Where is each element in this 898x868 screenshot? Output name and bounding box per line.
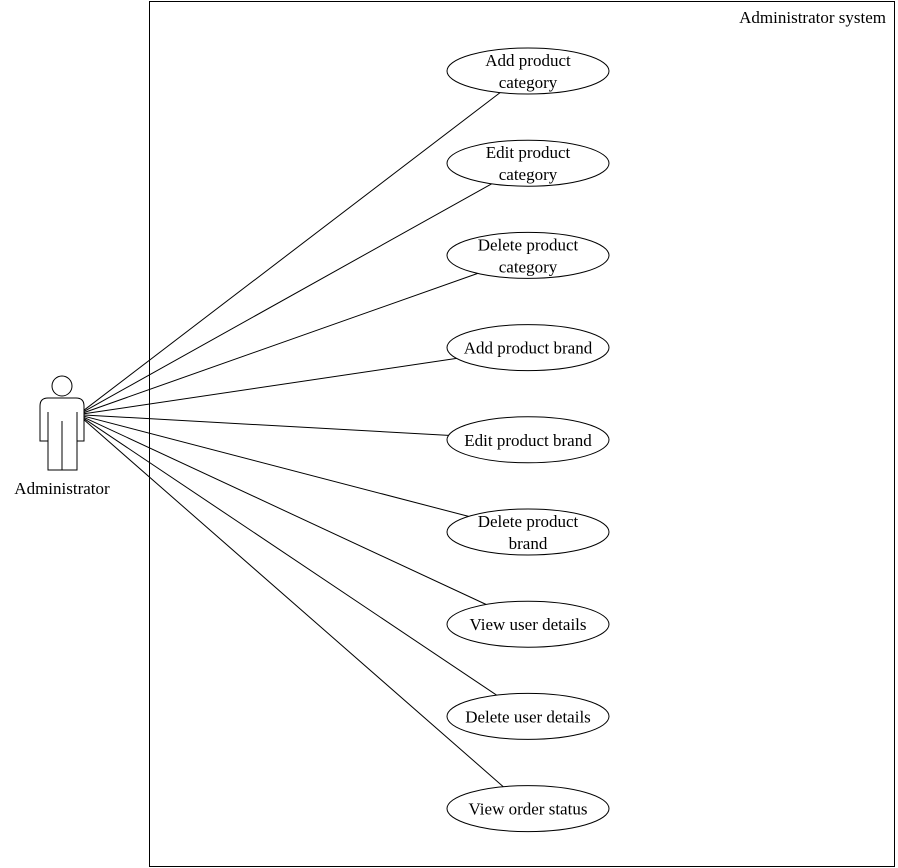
use-case-ellipse[interactable] [446, 139, 610, 187]
use-case-label-line: Add product brand [464, 339, 593, 358]
use-case-ellipse[interactable] [446, 508, 610, 556]
use-case-label: Add product category [485, 51, 571, 92]
use-case-ellipse[interactable] [446, 231, 610, 279]
system-boundary [149, 1, 895, 867]
use-case-ellipse[interactable] [446, 785, 610, 833]
association-view-user-details [83, 416, 487, 605]
use-case-label-line: category [499, 165, 558, 184]
actor-label: Administrator [14, 479, 110, 498]
use-case-ellipse[interactable] [446, 324, 610, 372]
use-case-label: View order status [469, 800, 588, 819]
use-case-label: Add product brand [464, 339, 593, 358]
association-delete-user-details [83, 418, 497, 696]
association-edit-product-category [83, 183, 492, 412]
associations [83, 92, 504, 788]
use-case-label: Edit product category [486, 143, 571, 184]
use-case-label-line: View user details [470, 615, 587, 634]
use-case-label-line: Add product [485, 51, 571, 70]
use-case-ellipse[interactable] [446, 600, 610, 648]
use-case-delete-user-details[interactable]: Delete user details [446, 692, 610, 740]
use-case-label-line: brand [509, 534, 548, 553]
use-case-view-user-details[interactable]: View user details [446, 600, 610, 648]
actor-head [51, 375, 73, 397]
use-case-add-product-category[interactable]: Add product category [446, 47, 610, 95]
association-delete-product-category [83, 272, 478, 414]
use-case-label-line: Delete product [478, 512, 579, 531]
association-edit-product-brand [83, 414, 449, 436]
use-case-label: Edit product brand [464, 431, 592, 450]
use-case-delete-product-category[interactable]: Delete product category [446, 231, 610, 279]
use-case-ellipse[interactable] [446, 692, 610, 740]
association-add-product-category [83, 92, 501, 411]
use-case-add-product-brand[interactable]: Add product brand [446, 324, 610, 372]
use-case-view-order-status[interactable]: View order status [446, 785, 610, 833]
use-case-label-line: category [499, 73, 558, 92]
use-case-label-line: Delete user details [465, 707, 591, 726]
use-case-label-line: Delete product [478, 235, 579, 254]
use-case-label: Delete product brand [478, 512, 579, 553]
use-case-delete-product-brand[interactable]: Delete product brand [446, 508, 610, 556]
use-case-label: Delete user details [465, 707, 591, 726]
use-case-ellipse[interactable] [446, 47, 610, 95]
association-delete-product-brand [83, 415, 469, 517]
association-view-order-status [83, 419, 504, 788]
system-label: Administrator system [739, 8, 886, 27]
use-case-label-line: Edit product [486, 143, 571, 162]
actor-administrator [39, 375, 85, 471]
actor-body [39, 397, 85, 471]
use-case-edit-product-category[interactable]: Edit product category [446, 139, 610, 187]
use-case-ellipse[interactable] [446, 416, 610, 464]
association-add-product-brand [83, 357, 457, 415]
use-case-edit-product-brand[interactable]: Edit product brand [446, 416, 610, 464]
use-case-label-line: View order status [469, 800, 588, 819]
use-case-label-line: category [499, 257, 558, 276]
use-case-label-line: Edit product brand [464, 431, 592, 450]
use-case-label: View user details [470, 615, 587, 634]
use-case-label: Delete product category [478, 235, 579, 276]
